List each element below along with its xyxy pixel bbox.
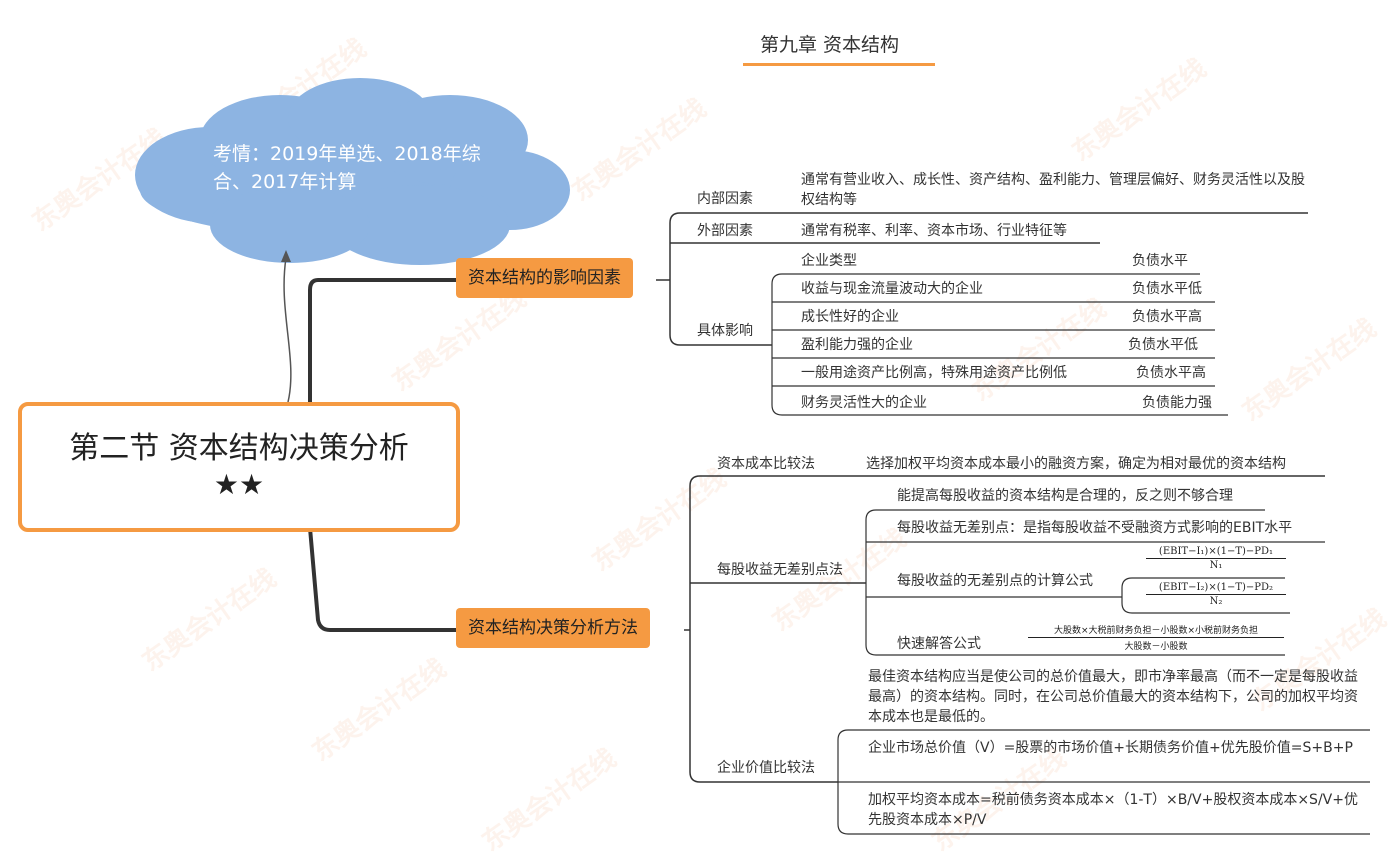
methods-node[interactable]: 资本结构决策分析方法 xyxy=(456,608,650,648)
root-title: 第二节 资本结构决策分析 xyxy=(22,430,456,468)
impact-row-left: 企业类型 xyxy=(801,251,857,271)
value-compare-item-1: 企业市场总价值（V）=股票的市场价值+长期债务价值+优先股价值=S+B+P xyxy=(868,738,1364,758)
exam-note: 考情：2019年单选、2018年综合、2017年计算 xyxy=(213,140,513,196)
impact-row-left: 成长性好的企业 xyxy=(801,307,899,327)
root-node[interactable]: 第二节 资本结构决策分析 ★★ xyxy=(18,402,460,532)
formula-3-denominator: 大股数－小股数 xyxy=(1028,638,1284,652)
formula-2-numerator: (EBIT−I₂)×(1−T)−PD₂ xyxy=(1146,582,1286,595)
formula-1: (EBIT−I₁)×(1−T)−PD₁ N₁ xyxy=(1146,546,1286,571)
factors-node[interactable]: 资本结构的影响因素 xyxy=(456,258,633,298)
external-factors-text: 通常有税率、利率、资本市场、行业特征等 xyxy=(801,221,1067,241)
impact-row-right: 负债水平高 xyxy=(1136,363,1206,383)
impact-row-right: 负债水平低 xyxy=(1132,279,1202,299)
cost-compare-text: 选择加权平均资本成本最小的融资方案，确定为相对最优的资本结构 xyxy=(866,454,1286,474)
formula-3-numerator: 大股数×大税前财务负担－小股数×小税前财务负担 xyxy=(1028,623,1284,638)
formula-2: (EBIT−I₂)×(1−T)−PD₂ N₂ xyxy=(1146,582,1286,607)
eps-method-label: 每股收益无差别点法 xyxy=(717,560,843,580)
formula-3: 大股数×大税前财务负担－小股数×小税前财务负担 大股数－小股数 xyxy=(1028,623,1284,652)
internal-factors-text: 通常有营业收入、成长性、资产结构、盈利能力、管理层偏好、财务灵活性以及股权结构等 xyxy=(801,170,1306,210)
value-compare-label: 企业价值比较法 xyxy=(717,758,815,778)
chapter-underline xyxy=(743,63,935,66)
impact-row-right: 负债水平高 xyxy=(1132,307,1202,327)
impact-row-left: 财务灵活性大的企业 xyxy=(801,393,927,413)
chapter-title: 第九章 资本结构 xyxy=(760,30,899,57)
value-compare-item-2: 加权平均资本成本=税前债务资本成本×（1-T）×B/V+股权资本成本×S/V+优… xyxy=(868,790,1364,830)
cost-compare-label: 资本成本比较法 xyxy=(717,454,815,474)
impact-row-left: 收益与现金流量波动大的企业 xyxy=(801,279,983,299)
impact-row-right: 负债水平低 xyxy=(1128,335,1198,355)
external-factors-label: 外部因素 xyxy=(697,221,753,241)
impact-row-left: 一般用途资产比例高，特殊用途资产比例低 xyxy=(801,363,1067,383)
impact-row-right: 负债水平 xyxy=(1132,251,1188,271)
eps-item-1: 能提高每股收益的资本结构是合理的，反之则不够合理 xyxy=(897,486,1233,506)
internal-factors-label: 内部因素 xyxy=(697,189,753,209)
root-stars: ★★ xyxy=(22,468,456,502)
impact-row-right: 负债能力强 xyxy=(1142,393,1212,413)
eps-item-3: 每股收益的无差别点的计算公式 xyxy=(897,571,1093,591)
formula-1-denominator: N₁ xyxy=(1146,559,1286,571)
formula-1-numerator: (EBIT−I₁)×(1−T)−PD₁ xyxy=(1146,546,1286,559)
value-compare-intro: 最佳资本结构应当是使公司的总价值最大，即市净率最高（而不一定是每股收益最高）的资… xyxy=(868,667,1366,727)
specific-impact-label: 具体影响 xyxy=(697,321,753,341)
eps-item-4: 快速解答公式 xyxy=(897,634,981,654)
formula-2-denominator: N₂ xyxy=(1146,595,1286,607)
impact-row-left: 盈利能力强的企业 xyxy=(801,335,913,355)
eps-item-2: 每股收益无差别点：是指每股收益不受融资方式影响的EBIT水平 xyxy=(897,518,1292,538)
